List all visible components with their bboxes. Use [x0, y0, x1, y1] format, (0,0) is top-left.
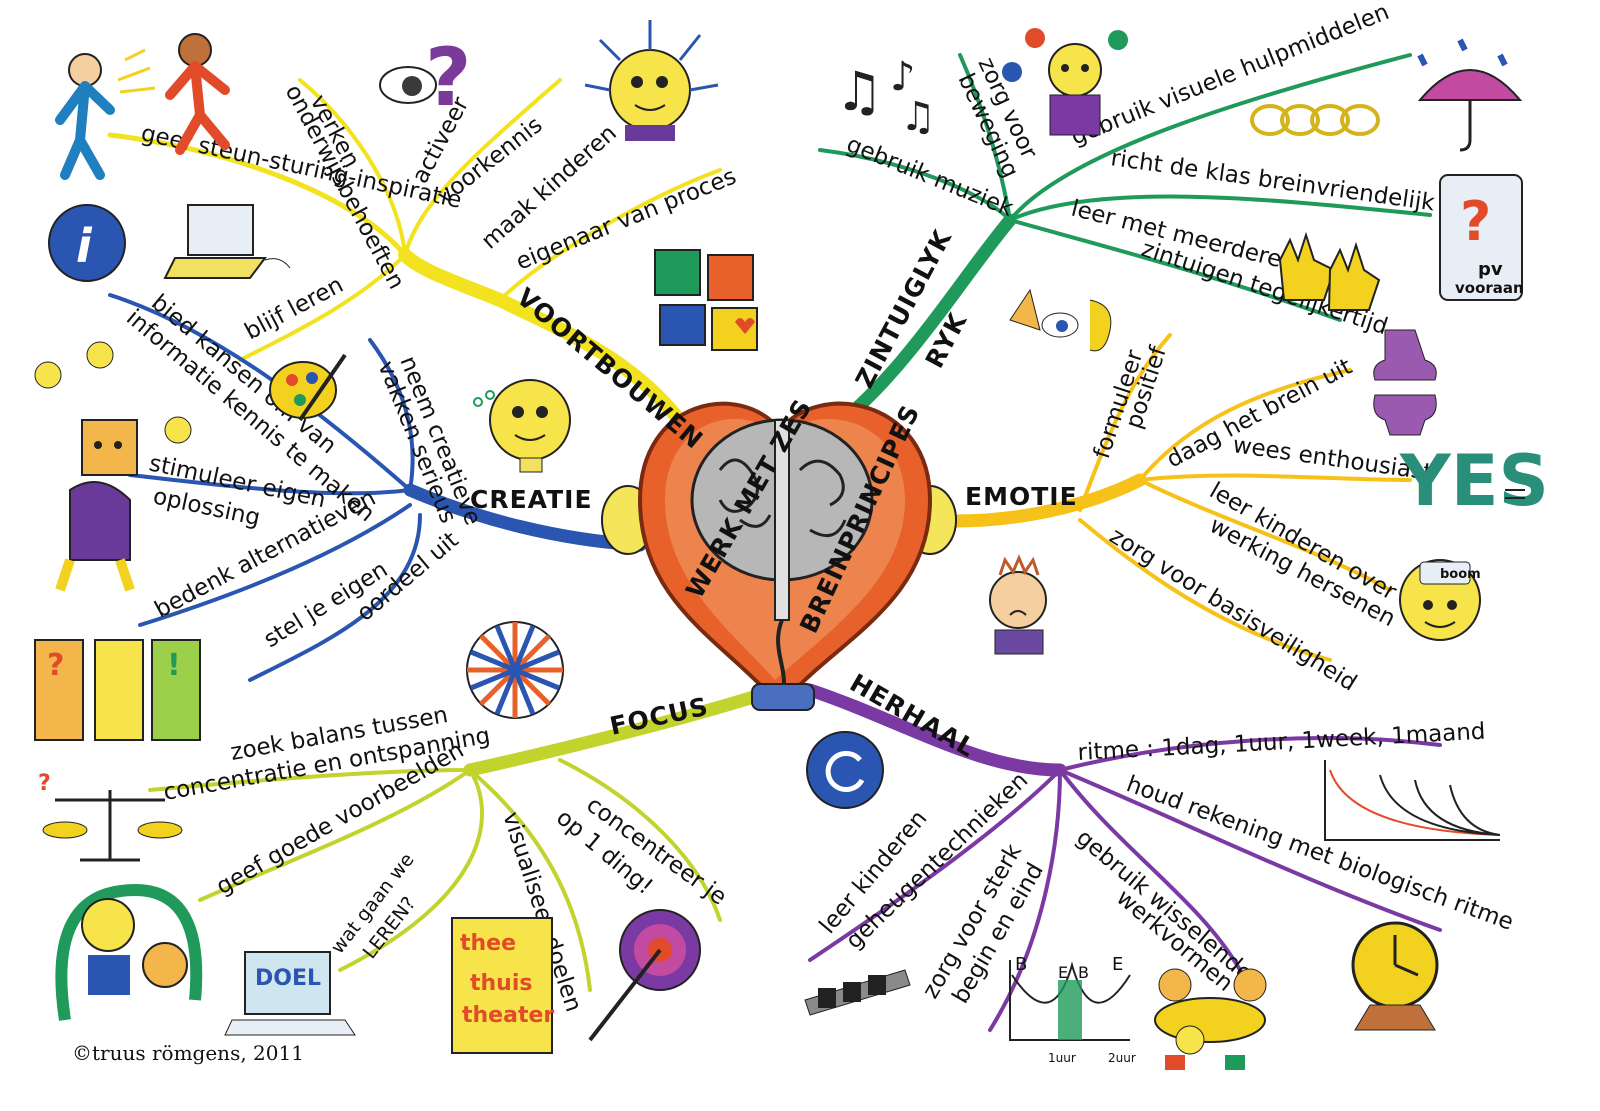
juggler-icon: [1002, 28, 1128, 136]
three-cards-icon: ? !: [34, 639, 201, 741]
senses-icon: [1009, 288, 1112, 352]
repeat-icon: [806, 731, 884, 809]
svg-text:?: ?: [47, 648, 64, 683]
title-zintuiglijk-2: RYK: [920, 307, 973, 373]
sad-child-icon: [989, 554, 1047, 655]
svg-text:?: ?: [38, 771, 51, 796]
palette-icon: [269, 353, 347, 422]
svg-text:YES: YES: [1399, 440, 1549, 522]
svg-text:E: E: [1058, 963, 1068, 982]
svg-text:B: B: [1015, 954, 1027, 975]
svg-text:?: ?: [425, 31, 471, 124]
lightbulb-face-icon: [473, 379, 571, 473]
svg-text:E: E: [1112, 954, 1123, 975]
svg-text:♪: ♪: [890, 54, 916, 100]
label-ritme: ritme : 1dag, 1uur, 1week, 1maand: [1077, 719, 1486, 766]
label-gebruik-wisselende: gebruik wisselende: [1071, 825, 1257, 987]
svg-text:i: i: [76, 219, 93, 273]
clock-icon: [1351, 921, 1439, 1031]
svg-text:vooraan: vooraan: [1455, 279, 1524, 297]
classroom-board-icon: ? pv vooraan: [1439, 174, 1524, 301]
theater-card-icon: thee thuis theater: [451, 917, 554, 1054]
info-icon: i: [48, 204, 126, 282]
label-richt-de-klas: richt de klas breinvriendelijk in: [1109, 145, 1464, 220]
people-connection-icon: [55, 33, 230, 180]
heart-base: [751, 683, 815, 711]
target-icon: [588, 909, 701, 1042]
yes-icon: YES: [1399, 440, 1549, 522]
balance-scale-icon: ?: [38, 771, 183, 862]
umbrella-icon: [1417, 38, 1523, 152]
central-heart: WERK MET ZES BREINPRINCIPES: [601, 394, 957, 711]
two-faces-icon: [55, 883, 203, 1021]
title-focus: FOCUS: [607, 692, 711, 741]
svg-text:?: ?: [1460, 190, 1491, 253]
svg-text:B: B: [1078, 963, 1089, 982]
attention-curve-icon: B E B E 1uur 2uur: [1009, 954, 1136, 1065]
svg-text:pv: pv: [1478, 259, 1503, 280]
svg-text:DOEL: DOEL: [255, 966, 321, 991]
svg-text:2uur: 2uur: [1108, 1051, 1136, 1065]
synapse-icon: [1373, 329, 1437, 436]
laptop-icon: [163, 204, 291, 279]
branch-focus: [148, 688, 767, 992]
color-wheel-icon: [466, 621, 564, 719]
raised-hands-icon: [1278, 231, 1381, 311]
idea-face-icon: [584, 20, 719, 141]
brain-tree-face-icon: boom: [1399, 559, 1481, 641]
svg-text:1uur: 1uur: [1048, 1051, 1076, 1065]
branch-voortbouwen: [107, 78, 722, 442]
title-creatie: CREATIE: [470, 485, 593, 514]
svg-text:♫: ♫: [835, 60, 883, 123]
puzzle-icon: [654, 249, 758, 351]
svg-text:boom: boom: [1440, 567, 1481, 582]
svg-text:!: !: [167, 648, 181, 683]
svg-text:theater: theater: [462, 1003, 554, 1028]
svg-text:♫: ♫: [900, 94, 936, 140]
retention-curve-icon: [1324, 760, 1501, 841]
svg-text:thee: thee: [460, 931, 516, 956]
branch-herhaal: [803, 683, 1442, 1032]
rings-icon: [1250, 104, 1380, 136]
eye-question-icon: ?: [379, 31, 471, 124]
thinking-person-icon: [34, 341, 192, 592]
copyright-credit: ©truus römgens, 2011: [72, 1041, 304, 1065]
group-work-icon: [1154, 968, 1267, 1070]
title-emotie: EMOTIE: [965, 482, 1078, 511]
music-notes-icon: ♫ ♪ ♫: [835, 54, 936, 140]
svg-text:thuis: thuis: [470, 971, 532, 996]
memory-keys-icon: [804, 969, 911, 1016]
